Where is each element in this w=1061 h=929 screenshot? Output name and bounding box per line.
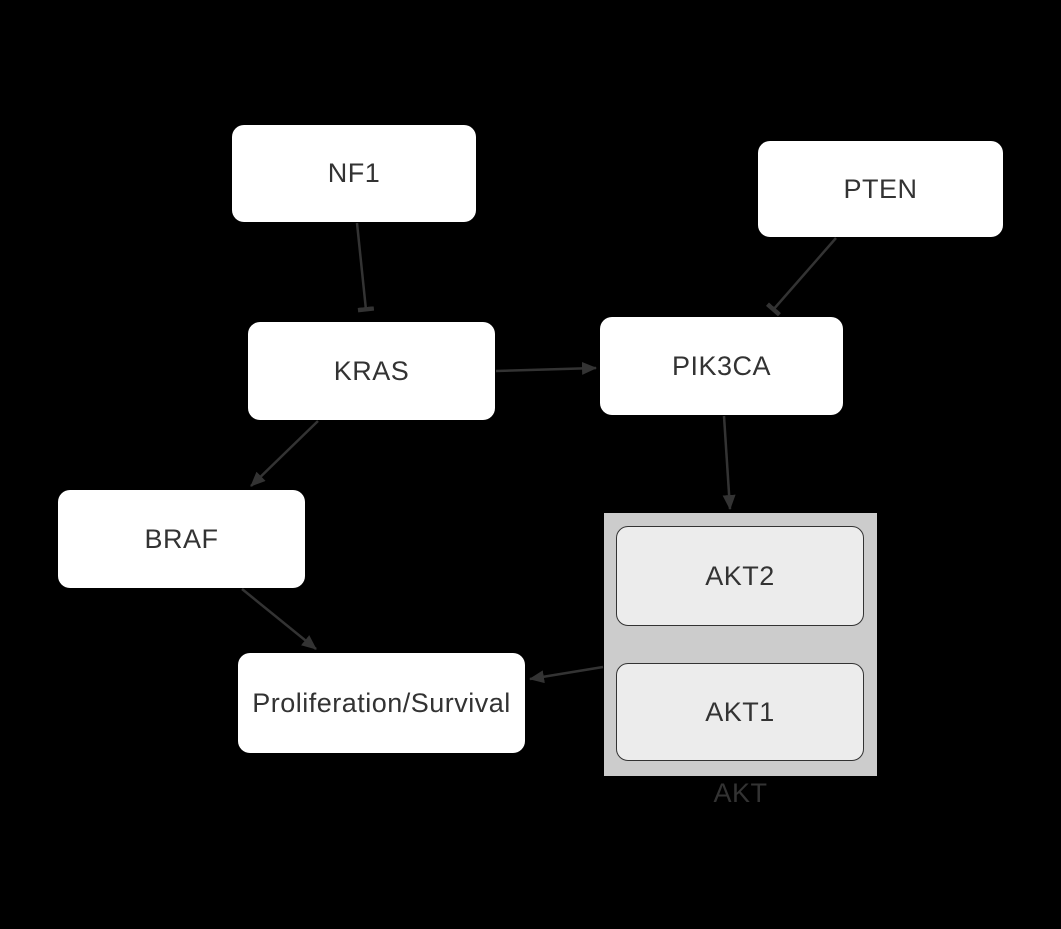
- node-braf: BRAF: [58, 490, 305, 588]
- node-pten: PTEN: [758, 141, 1003, 237]
- node-pik3ca: PIK3CA: [600, 317, 843, 415]
- edge-akt-prolif: [529, 665, 604, 684]
- node-kras-label: KRAS: [333, 355, 410, 386]
- node-kras: KRAS: [248, 322, 495, 420]
- node-pik3ca-label: PIK3CA: [671, 350, 772, 381]
- node-braf-label: BRAF: [144, 523, 219, 554]
- node-proliferation-survival: Proliferation/Survival: [238, 653, 525, 753]
- node-nf1-label: NF1: [327, 158, 381, 188]
- edge-pik3ca-akt: [722, 415, 736, 510]
- edge-kras-pik3ca: [495, 361, 597, 375]
- node-akt2-label: AKT2: [705, 560, 775, 591]
- node-akt1: AKT1: [616, 663, 864, 761]
- edge-kras-braf: [250, 420, 319, 487]
- node-nf1: NF1: [232, 125, 476, 222]
- akt-cluster: AKT2 AKT1: [604, 513, 877, 776]
- akt-cluster-label: AKT: [713, 778, 768, 808]
- edge-nf1-kras: [355, 222, 375, 313]
- edge-braf-prolif: [241, 588, 317, 650]
- node-proliferation-survival-label: Proliferation/Survival: [252, 687, 511, 718]
- node-akt2: AKT2: [616, 526, 864, 626]
- node-pten-label: PTEN: [843, 173, 918, 204]
- node-akt1-label: AKT1: [705, 696, 775, 727]
- edge-pten-pik3ca: [765, 237, 837, 317]
